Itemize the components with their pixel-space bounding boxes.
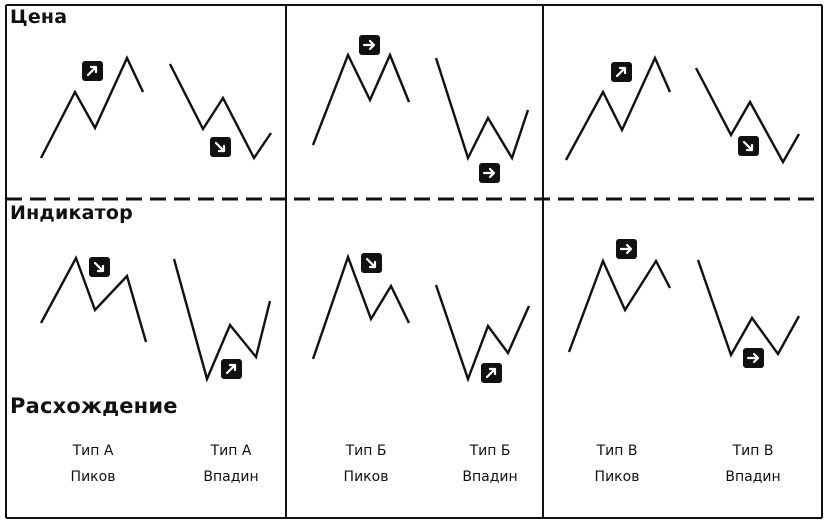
arrow-down-right-icon bbox=[361, 253, 382, 273]
price-line-b-peaks bbox=[311, 51, 411, 146]
caption-kind: Пиков bbox=[70, 469, 116, 485]
arrow-down-right-icon bbox=[210, 137, 231, 157]
arrow-up-right-icon bbox=[82, 61, 103, 81]
caption-kind: Впадин bbox=[203, 469, 259, 485]
price-line-a-peaks bbox=[39, 55, 145, 159]
caption-a-troughs: Тип А Впадин bbox=[176, 438, 286, 490]
arrow-right-icon bbox=[359, 35, 380, 55]
price-line-v-peaks bbox=[564, 55, 672, 161]
indicator-line-a-peaks bbox=[39, 255, 148, 343]
price-line-v-troughs bbox=[694, 67, 801, 165]
caption-kind: Пиков bbox=[343, 469, 389, 485]
arrow-down-right-icon bbox=[738, 136, 759, 156]
caption-b-troughs: Тип Б Впадин bbox=[435, 438, 545, 490]
arrow-right-icon bbox=[743, 348, 764, 368]
caption-type: Тип В bbox=[732, 443, 774, 459]
section-label-price: Цена bbox=[10, 6, 68, 28]
caption-v-peaks: Тип В Пиков bbox=[562, 438, 672, 490]
price-line-b-troughs bbox=[434, 57, 530, 162]
panel-frame bbox=[5, 4, 823, 519]
caption-type: Тип Б bbox=[469, 443, 511, 459]
section-label-divergence: Расхождение bbox=[10, 394, 178, 418]
price-line-a-troughs bbox=[168, 63, 272, 161]
indicator-line-v-troughs bbox=[696, 259, 801, 358]
arrow-up-right-icon bbox=[611, 62, 632, 82]
indicator-line-v-peaks bbox=[567, 257, 672, 353]
caption-kind: Впадин bbox=[462, 469, 518, 485]
caption-a-peaks: Тип А Пиков bbox=[38, 438, 148, 490]
caption-type: Тип А bbox=[72, 443, 114, 459]
arrow-up-right-icon bbox=[221, 359, 242, 379]
caption-type: Тип Б bbox=[345, 443, 387, 459]
arrow-right-icon bbox=[616, 239, 637, 259]
caption-kind: Пиков bbox=[594, 469, 640, 485]
caption-kind: Впадин bbox=[725, 469, 781, 485]
indicator-line-a-troughs bbox=[172, 258, 272, 383]
arrow-up-right-icon bbox=[481, 363, 502, 383]
indicator-line-b-troughs bbox=[434, 284, 531, 383]
caption-b-peaks: Тип Б Пиков bbox=[311, 438, 421, 490]
section-label-indicator: Индикатор bbox=[10, 202, 133, 224]
arrow-right-icon bbox=[479, 163, 500, 183]
arrow-down-right-icon bbox=[89, 257, 110, 277]
caption-v-troughs: Тип В Впадин bbox=[698, 438, 808, 490]
caption-type: Тип А bbox=[210, 443, 252, 459]
pattern-glyphs bbox=[39, 35, 801, 383]
caption-type: Тип В bbox=[596, 443, 638, 459]
indicator-line-b-peaks bbox=[311, 253, 411, 360]
